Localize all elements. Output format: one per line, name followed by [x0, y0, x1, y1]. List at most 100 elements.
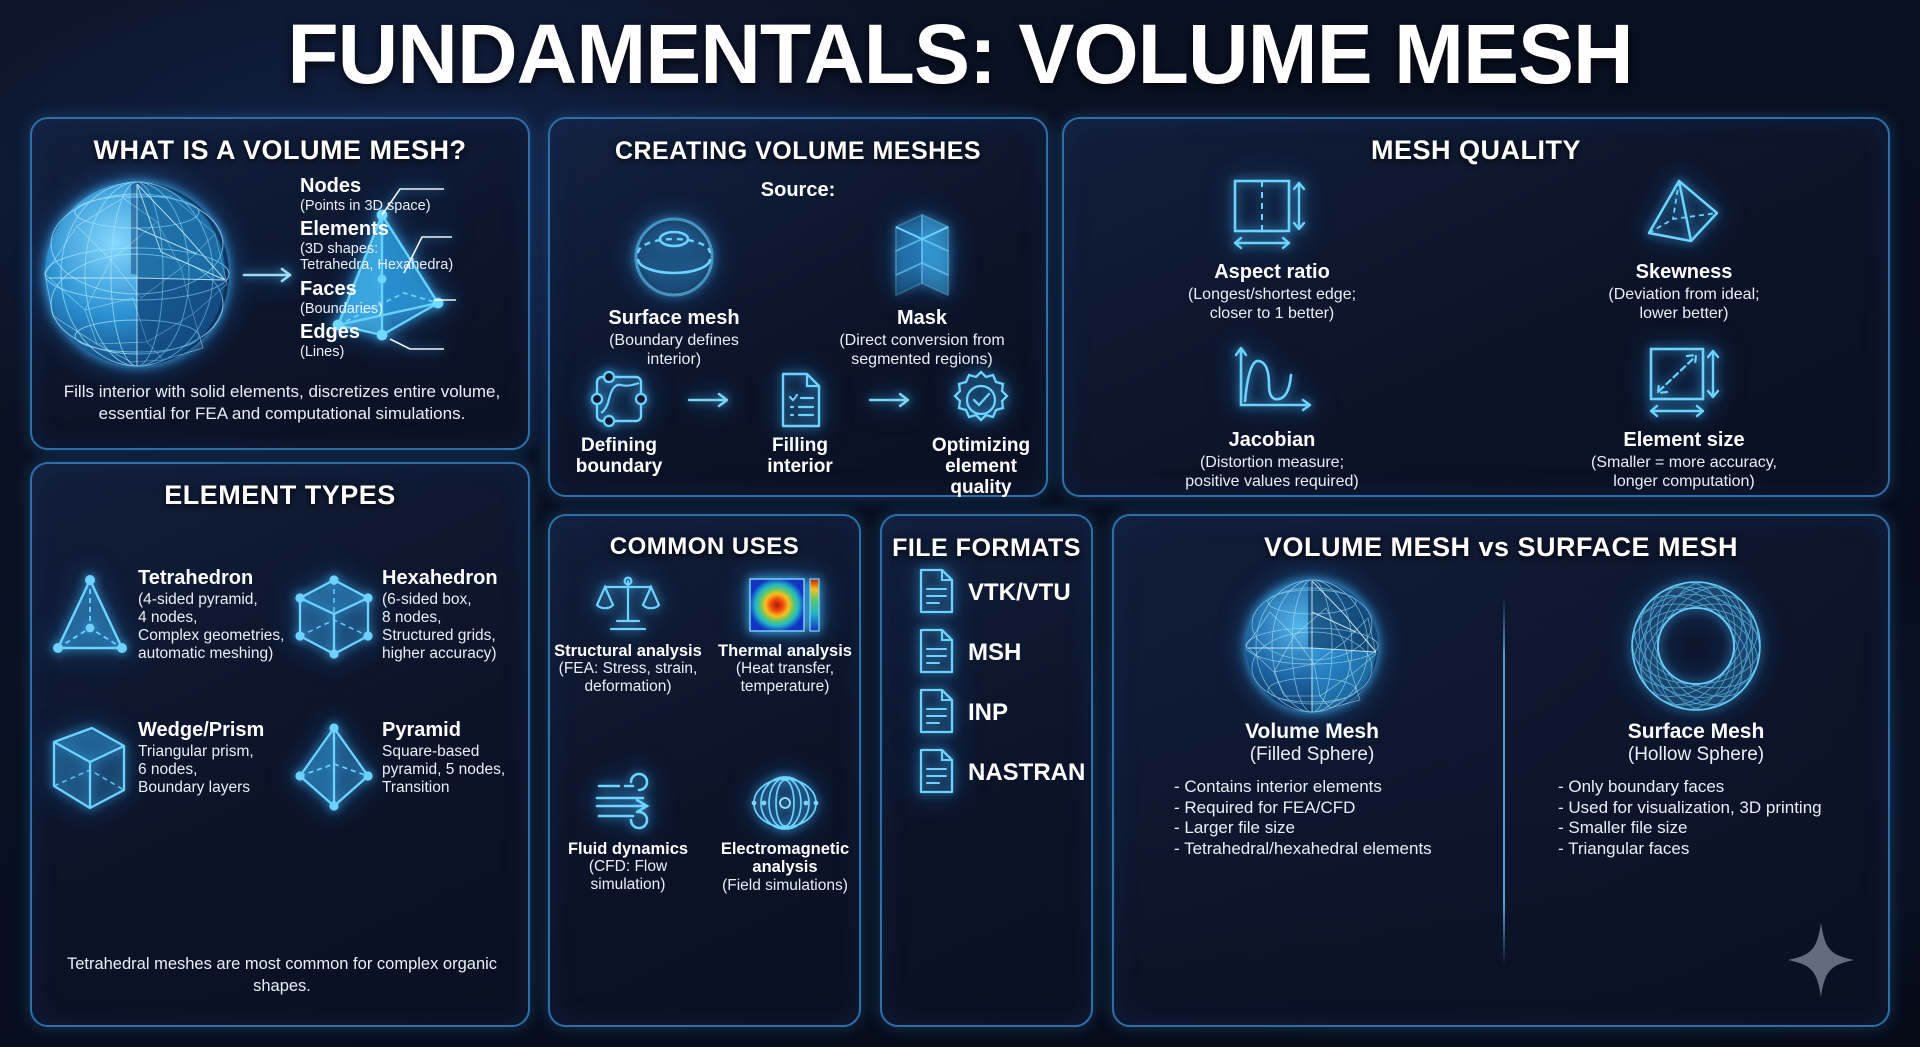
- boundary-curve-icon: [557, 369, 682, 431]
- list-item: - Required for FEA/CFD: [1174, 797, 1356, 817]
- magnetic-field-icon: [707, 770, 863, 836]
- surface-mesh-subtitle: (Hollow Sphere): [1627, 743, 1765, 765]
- quality-metric-jacobian: Jacobian (Distortion measure; positive v…: [1072, 341, 1472, 491]
- volume-mesh-bullets: - Contains interior elements - Required …: [1174, 777, 1502, 860]
- workflow-step-1-label: Defining boundary: [575, 435, 663, 477]
- volume-mesh-diagram: [32, 167, 532, 382]
- what-is-footnote: Fills interior with solid elements, disc…: [63, 382, 501, 424]
- panel-mesh-quality: MESH QUALITY Aspect ratio (Longest/short…: [1062, 117, 1890, 497]
- balance-scale-icon: [550, 572, 706, 638]
- file-icon: [916, 627, 956, 680]
- list-item: - Larger file size: [1174, 818, 1295, 838]
- voxel-cubes-icon: [798, 209, 1046, 301]
- panel-title-file-formats: FILE FORMATS: [892, 534, 1081, 562]
- filled-sphere-mesh-icon: [1122, 572, 1502, 720]
- panel-element-types: ELEMENT TYPES Tetrahedron (4-sided pyram…: [30, 462, 530, 1027]
- skewness-name: Skewness: [1635, 261, 1733, 283]
- label-nodes-name: Nodes: [300, 175, 362, 197]
- workflow-arrow-2: [863, 369, 919, 431]
- quality-metric-skewness: Skewness (Deviation from ideal; lower be…: [1484, 173, 1884, 323]
- fluid-dynamics-desc: (CFD: Flow simulation): [588, 858, 668, 894]
- label-edges-name: Edges: [300, 320, 361, 343]
- file-format-label: NASTRAN: [968, 759, 1086, 786]
- source-surface-mesh: Surface mesh (Boundary defines interior): [550, 209, 798, 369]
- file-format-item[interactable]: MSH: [916, 623, 1091, 683]
- workflow-steps: Defining boundary: [550, 369, 1050, 498]
- panel-what-is-a-volume-mesh: WHAT IS A VOLUME MESH?: [30, 117, 530, 450]
- element-types-footnote: Tetrahedral meshes are most common for c…: [66, 955, 498, 995]
- panel-common-uses: COMMON USES Structural analysis: [548, 514, 861, 1027]
- page-title: FUNDAMENTALS: VOLUME MESH: [287, 7, 1633, 101]
- hexahedron-desc: (6-sided box, 8 nodes, Structured grids,…: [382, 590, 497, 662]
- use-thermal-analysis: Thermal analysis (Heat transfer, tempera…: [707, 572, 863, 696]
- pyramid-icon: [290, 720, 378, 816]
- volume-mesh-subtitle: (Filled Sphere): [1249, 743, 1375, 765]
- electromagnetic-analysis-name: Electromagnetic analysis: [720, 840, 850, 877]
- workflow-step-filling-interior: Filling interior: [738, 369, 863, 478]
- file-format-label: MSH: [968, 639, 1022, 666]
- label-edges-desc: (Lines): [300, 343, 345, 360]
- panel-title-mesh-quality: MESH QUALITY: [1370, 135, 1581, 165]
- thermal-analysis-name: Thermal analysis: [718, 642, 852, 660]
- workflow-step-defining-boundary: Defining boundary: [557, 369, 682, 478]
- use-structural-analysis: Structural analysis (FEA: Stress, strain…: [550, 572, 706, 696]
- tetrahedron-desc: (4-sided pyramid, 4 nodes, Complex geome…: [138, 590, 285, 662]
- file-icon: [916, 747, 956, 800]
- element-size-desc: (Smaller = more accuracy, longer computa…: [1591, 454, 1777, 491]
- aspect-ratio-name: Aspect ratio: [1214, 261, 1330, 283]
- source-surface-name: Surface mesh: [608, 307, 740, 329]
- source-options: Surface mesh (Boundary defines interior): [550, 209, 1046, 369]
- sparkle-icon: [1786, 921, 1856, 999]
- thermal-analysis-desc: (Heat transfer, temperature): [735, 660, 835, 696]
- file-format-label: INP: [968, 699, 1009, 726]
- volume-mesh-name: Volume Mesh: [1245, 720, 1379, 743]
- panel-volume-vs-surface-mesh: VOLUME MESH vs SURFACE MESH: [1112, 514, 1890, 1027]
- jacobian-name: Jacobian: [1228, 429, 1316, 451]
- label-elements: Elements (3D shapes: Tetrahedra, Hexahed…: [300, 218, 536, 273]
- surface-mesh-bullets: - Only boundary faces - Used for visuali…: [1558, 777, 1886, 860]
- jacobian-desc: (Distortion measure; positive values req…: [1185, 454, 1359, 491]
- electromagnetic-analysis-desc: (Field simulations): [722, 876, 848, 894]
- list-item: - Tetrahedral/hexahedral elements: [1174, 838, 1432, 858]
- label-elements-desc: (3D shapes: Tetrahedra, Hexahedra): [300, 241, 454, 274]
- wind-flow-icon: [550, 770, 706, 836]
- file-format-item[interactable]: VTK/VTU: [916, 563, 1091, 623]
- comparison-divider: [1503, 596, 1505, 966]
- workflow-step-optimizing: Optimizing element quality: [919, 369, 1044, 499]
- panel-title-element-types: ELEMENT TYPES: [164, 480, 396, 510]
- aspect-ratio-desc: (Longest/shortest edge; closer to 1 bett…: [1187, 286, 1357, 323]
- wedge-prism-desc: Triangular prism, 6 nodes, Boundary laye…: [138, 742, 254, 796]
- file-format-item[interactable]: INP: [916, 683, 1091, 743]
- tetrahedron-icon: [46, 568, 134, 664]
- mesh-part-labels: Nodes (Points in 3D space) Elements (3D …: [300, 175, 536, 364]
- gear-check-icon: [919, 369, 1044, 431]
- file-format-item[interactable]: NASTRAN: [916, 743, 1091, 803]
- pyramid-name: Pyramid: [382, 719, 461, 741]
- workflow-step-3-label: Optimizing element quality: [931, 435, 1031, 498]
- list-item: - Smaller file size: [1558, 818, 1688, 838]
- hexahedron-icon: [290, 568, 378, 664]
- pyramid-desc: Square-based pyramid, 5 nodes, Transitio…: [382, 742, 506, 796]
- file-icon: [916, 567, 956, 620]
- label-nodes-desc: (Points in 3D space): [300, 198, 431, 214]
- list-item: - Triangular faces: [1558, 838, 1690, 858]
- list-item: - Used for visualization, 3D printing: [1558, 797, 1822, 817]
- source-mask: Mask (Direct conversion from segmented r…: [798, 209, 1046, 369]
- label-faces: Faces (Boundaries): [300, 278, 536, 317]
- label-faces-desc: (Boundaries): [300, 300, 384, 317]
- element-size-name: Element size: [1623, 429, 1745, 451]
- comparison-surface-mesh: Surface Mesh (Hollow Sphere) - Only boun…: [1506, 572, 1886, 860]
- list-item: - Contains interior elements: [1174, 776, 1382, 796]
- hexahedron-name: Hexahedron: [382, 567, 498, 589]
- panel-title-comparison: VOLUME MESH vs SURFACE MESH: [1263, 532, 1739, 562]
- sphere-surface-icon: [550, 209, 798, 301]
- workflow-step-2-label: Filling interior: [767, 435, 833, 477]
- quality-metric-aspect-ratio: Aspect ratio (Longest/shortest edge; clo…: [1072, 173, 1472, 323]
- file-format-label: VTK/VTU: [968, 579, 1071, 606]
- panel-title-creating: CREATING VOLUME MESHES: [614, 137, 982, 165]
- list-item: - Only boundary faces: [1558, 776, 1725, 796]
- label-nodes: Nodes (Points in 3D space): [300, 175, 536, 214]
- element-size-icon: [1484, 341, 1884, 423]
- panel-creating-volume-meshes: CREATING VOLUME MESHES Source: Surface m…: [548, 117, 1050, 498]
